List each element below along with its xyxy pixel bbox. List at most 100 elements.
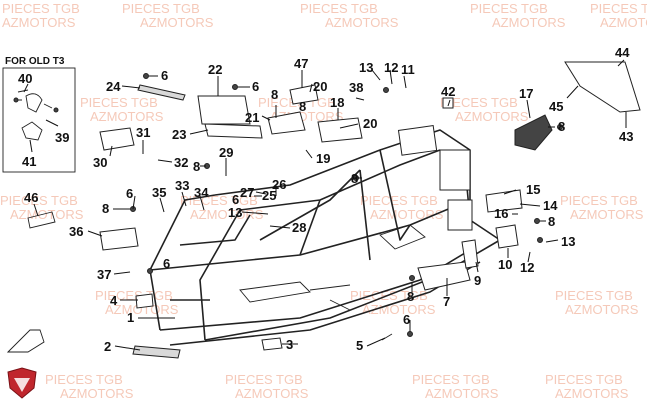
bolt xyxy=(557,124,563,130)
part-label-40: 40 xyxy=(18,71,32,86)
plate-22 xyxy=(197,95,251,125)
bolt xyxy=(537,237,543,243)
frame-rail xyxy=(149,199,471,271)
part-label-8g: 8 xyxy=(407,289,414,304)
watermark-text: AZMOTORS xyxy=(235,386,309,400)
part-label-6: 6 xyxy=(161,68,168,83)
part-labels: 1 2 3 4 5 6 6 6 6 6 6 7 8 8 8 8 8 8 8 8 … xyxy=(18,45,633,354)
bracket-21 xyxy=(267,111,306,135)
watermark-text: PIECES TGB xyxy=(590,1,647,16)
part-label-4: 4 xyxy=(110,293,118,308)
leader-45 xyxy=(566,85,579,99)
part-label-44: 44 xyxy=(615,45,630,60)
part-label-6f: 6 xyxy=(163,256,170,271)
part-label-20b: 20 xyxy=(313,79,327,94)
bolt xyxy=(383,87,389,93)
rear-plate xyxy=(447,199,473,231)
part-label-18: 18 xyxy=(330,95,344,110)
part-label-2: 2 xyxy=(104,339,111,354)
part-label-26: 26 xyxy=(272,177,286,192)
part-label-8d: 8 xyxy=(351,171,358,186)
part-label-31: 31 xyxy=(136,125,150,140)
watermark-text: PIECES TGB xyxy=(360,193,438,208)
leader-38 xyxy=(355,97,365,101)
part-label-6c: 6 xyxy=(126,186,133,201)
clip-4 xyxy=(135,293,154,309)
leader-13 xyxy=(241,211,269,215)
part-label-39: 39 xyxy=(55,130,69,145)
bracket-17 xyxy=(514,114,553,151)
leader-41 xyxy=(29,139,33,153)
leader-6 xyxy=(132,195,136,210)
inset-old-t3: FOR OLD T3 xyxy=(2,56,76,173)
part-label-32: 32 xyxy=(174,155,188,170)
part-label-43: 43 xyxy=(619,129,633,144)
part-label-8f: 8 xyxy=(548,214,555,229)
leader-35 xyxy=(159,197,165,213)
frame-detail xyxy=(309,284,351,311)
part-label-13c: 13 xyxy=(561,234,575,249)
part-label-22: 22 xyxy=(208,62,222,77)
inset-bracket-drawing xyxy=(14,89,53,141)
leader-46 xyxy=(33,203,39,217)
watermark-text: PIECES TGB xyxy=(555,288,633,303)
leader-9 xyxy=(475,261,479,273)
part-label-30: 30 xyxy=(93,155,107,170)
watermark-text: PIECES TGB xyxy=(225,372,303,387)
watermark-text: PIECES TGB xyxy=(440,95,518,110)
watermark-text: AZMOTORS xyxy=(565,302,639,317)
leader-44 xyxy=(617,59,625,67)
shield-logo xyxy=(7,367,37,399)
leader-14 xyxy=(519,203,541,207)
leader-27 xyxy=(255,191,267,195)
watermark-text: PIECES TGB xyxy=(470,1,548,16)
part-label-38: 38 xyxy=(349,80,363,95)
part-label-8h: 8 xyxy=(299,99,306,114)
shield-logo-mark xyxy=(14,378,30,392)
frame-diagonal xyxy=(299,199,321,256)
bracket-10 xyxy=(495,224,519,249)
leader-40 xyxy=(23,83,29,93)
leader-12 xyxy=(389,69,393,85)
watermark-text: PIECES TGB xyxy=(45,372,123,387)
watermark-text: PIECES TGB xyxy=(180,193,258,208)
watermark-text: AZMOTORS xyxy=(600,15,647,30)
leader-28 xyxy=(269,225,291,229)
step-bracket-7 xyxy=(417,261,471,291)
watermark-text: PIECES TGB xyxy=(545,372,623,387)
fender-43 xyxy=(564,61,641,113)
frame-diagonal xyxy=(359,169,371,261)
leader-5 xyxy=(366,337,386,347)
inset-border xyxy=(2,67,76,173)
bolt xyxy=(534,218,540,224)
part-label-8: 8 xyxy=(271,87,278,102)
part-label-28: 28 xyxy=(292,220,306,235)
watermark-text: AZMOTORS xyxy=(190,207,264,222)
part-label-17: 17 xyxy=(519,86,533,101)
part-label-5: 5 xyxy=(356,338,363,353)
leader-20 xyxy=(309,83,313,93)
part-label-8e: 8 xyxy=(558,119,565,134)
leader-15 xyxy=(503,189,517,195)
part-label-45: 45 xyxy=(549,99,563,114)
watermark-text: AZMOTORS xyxy=(555,386,629,400)
part-label-11: 11 xyxy=(401,62,415,77)
part-label-21: 21 xyxy=(245,110,259,125)
leader-33 xyxy=(181,191,187,207)
part-label-14: 14 xyxy=(543,198,558,213)
leader-34 xyxy=(199,195,205,211)
part-label-12: 12 xyxy=(384,60,398,75)
rear-bracket xyxy=(397,125,438,156)
part-label-41: 41 xyxy=(22,154,36,169)
leader-23 xyxy=(189,129,209,135)
part-label-9: 9 xyxy=(474,273,481,288)
leader-11 xyxy=(403,75,407,89)
watermark-text: AZMOTORS xyxy=(362,302,436,317)
leader-32 xyxy=(157,159,173,163)
watermark-text: AZMOTORS xyxy=(370,207,444,222)
watermark-text: PIECES TGB xyxy=(95,288,173,303)
part-label-27: 27 xyxy=(240,185,254,200)
part-label-29: 29 xyxy=(219,145,233,160)
leader-12 xyxy=(527,251,531,263)
